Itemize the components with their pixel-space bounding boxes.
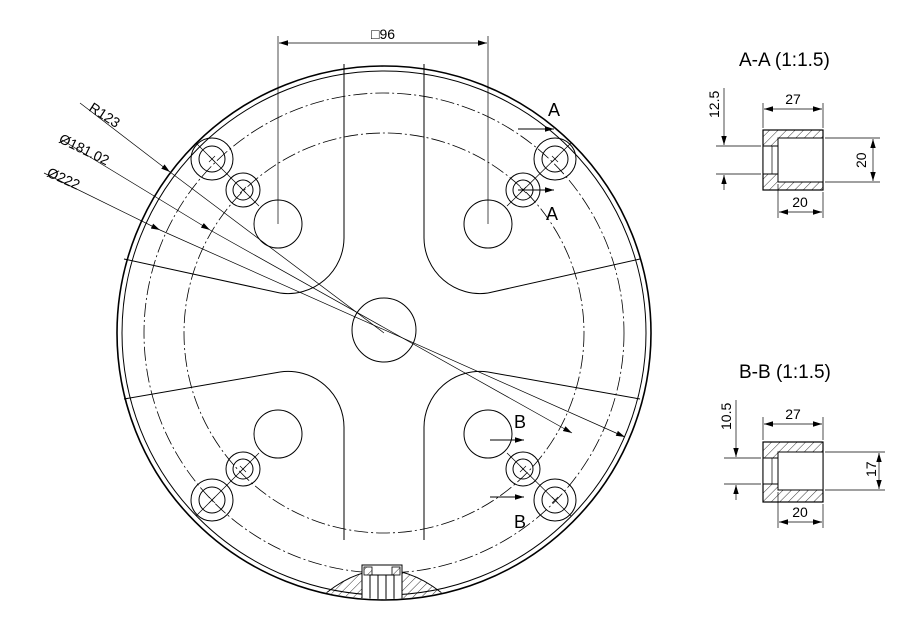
rib-profile [123,64,641,540]
section-bb-dim-bottom: 20 [792,504,808,520]
center-hole [351,297,417,363]
bolt-hole-tl-outer [190,137,234,181]
bolt-hole-tl-inner [225,172,261,208]
section-bb-dim-right: 17 [863,461,879,477]
section-bb-title: B-B (1:1.5) [739,362,831,383]
bolt-circle-inner [183,132,585,534]
dim-square-96: □96 [277,26,489,224]
section-aa-dim-top: 27 [785,91,801,107]
dim-square-label: □96 [371,26,395,42]
dim-radius-label: R123 [86,99,123,131]
section-a-top-label: A [548,100,560,120]
dim-dia-inner-label: Ø181.02 [57,130,112,168]
bolt-hole-br-inner [505,451,541,487]
section-aa-dim-bottom: 20 [792,194,808,210]
section-b-bottom-label: B [514,512,526,532]
section-bb: B-B (1:1.5) 27 20 17 10.5 [718,362,885,528]
bolt-hole-bl-outer [190,478,234,522]
section-a-bottom-label: A [546,204,558,224]
bolt-hole-bl-inner [225,451,261,487]
bolt-hole-br-outer [533,478,577,522]
bolt-hole-tr-outer [533,137,577,181]
bolt-holes [190,137,577,522]
section-aa-title: A-A (1:1.5) [739,50,830,71]
bottom-detail [316,564,452,599]
section-markers: A A B B [490,100,560,532]
pocket-hole-bl [253,409,303,459]
main-view: □96 R123 Ø181.02 Ø222 A A B B [43,26,652,601]
dim-dia-outer-label: Ø222 [45,164,83,193]
section-aa-dim-right: 20 [853,152,869,168]
section-aa: A-A (1:1.5) 27 20 20 12.5 [706,50,880,218]
section-b-top-label: B [514,412,526,432]
section-bb-dim-top: 27 [785,406,801,422]
pocket-hole-br [463,409,513,459]
outer-rim [116,65,652,601]
section-aa-dim-left: 12.5 [706,91,722,118]
section-bb-dim-left: 10.5 [718,403,734,430]
